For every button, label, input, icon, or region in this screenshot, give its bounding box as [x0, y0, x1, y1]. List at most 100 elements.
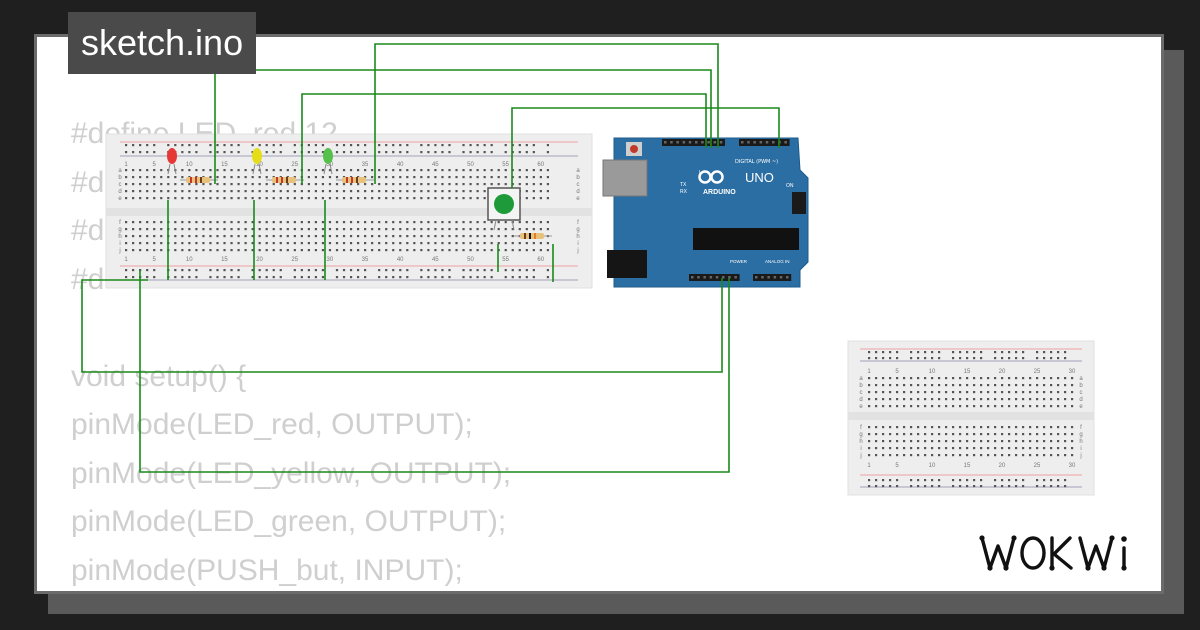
breadboard-row-letter: b [1079, 383, 1083, 389]
breadboard-row-letter: a [576, 168, 580, 174]
breadboard-row-letter: b [859, 383, 863, 389]
breadboard-column-number: 50 [467, 162, 474, 168]
breadboard-row-letter: j [118, 248, 120, 254]
breadboard-column-number: 15 [221, 162, 228, 168]
breadboard-column-number: 30 [1069, 369, 1076, 375]
digital-header-label: DIGITAL (PWM ~) [735, 159, 778, 165]
code-line: pinMode(LED_red, OUTPUT); [71, 408, 473, 441]
breadboard-column-number: 1 [867, 369, 871, 375]
breadboard-column-number: 35 [362, 162, 369, 168]
breadboard-column-number: 5 [895, 463, 899, 469]
resistor-2[interactable] [266, 177, 304, 183]
breadboard-column-number: 25 [1034, 463, 1041, 469]
breadboard-row-letter: h [118, 234, 121, 240]
breadboard-column-number: 25 [291, 162, 298, 168]
breadboard-column-number: 25 [1034, 369, 1041, 375]
breadboard-row-letter: e [859, 404, 863, 410]
breadboard-row-letter: g [118, 227, 121, 233]
green-led[interactable] [323, 148, 333, 175]
breadboard-column-number: 60 [537, 257, 544, 263]
board-brand-label: ARDUINO [703, 189, 736, 196]
code-line: pinMode(LED_yellow, OUTPUT); [71, 456, 512, 490]
code-line: #d [71, 262, 105, 296]
breadboard-row-letter: j [576, 248, 578, 254]
breadboard-column-number: 10 [186, 162, 193, 168]
breadboard-column-number: 15 [221, 257, 228, 263]
code-line: void setup() { [71, 359, 247, 393]
breadboard-column-number: 10 [186, 257, 193, 263]
breadboard-row-letter: g [1079, 432, 1082, 438]
breadboard-row-letter: b [118, 175, 122, 181]
breadboard-column-number: 60 [537, 162, 544, 168]
breadboard-row-letter: h [859, 439, 862, 445]
resistor-1[interactable] [180, 177, 218, 183]
breadboard-row-letter: f [1080, 425, 1082, 431]
breadboard-row-letter: f [119, 220, 121, 226]
file-name-tab[interactable]: sketch.ino [68, 12, 257, 74]
breadboard-row-letter: j [1079, 453, 1081, 459]
breadboard-row-letter: g [859, 432, 862, 438]
breadboard-column-number: 15 [964, 369, 971, 375]
breadboard-column-number: 5 [152, 257, 156, 263]
breadboard-column-number: 35 [362, 257, 369, 263]
breadboard-row-letter: i [860, 446, 861, 452]
breadboard-row-letter: c [119, 182, 122, 188]
arduino-logo [698, 170, 724, 184]
breadboard-row-letter: a [118, 168, 122, 174]
usb-port [602, 159, 648, 197]
breadboard-column-number: 30 [1069, 463, 1076, 469]
arduino-uno-board: DIGITAL (PWM ~) UNO ARDUINO L TX RX ON P… [602, 137, 809, 288]
breadboard-row-letter: d [118, 189, 121, 195]
breadboard-column-number: 5 [895, 369, 899, 375]
resistor-4[interactable] [514, 233, 552, 239]
breadboard-column-number: 20 [256, 162, 263, 168]
breadboard-row-letter: h [576, 234, 579, 240]
breadboard-row-letter: f [577, 220, 579, 226]
breadboard-column-number: 10 [929, 369, 936, 375]
breadboard-row-letter: e [118, 196, 122, 202]
pushbutton[interactable] [487, 187, 521, 231]
breadboard-column-number: 10 [929, 463, 936, 469]
red-led[interactable] [167, 148, 177, 175]
breadboard-row-letter: j [859, 453, 861, 459]
breadboard-row-letter: b [576, 175, 580, 181]
wires [81, 43, 780, 473]
power-jack [607, 250, 647, 278]
breadboard-column-number: 55 [502, 257, 509, 263]
breadboard-row-letter: c [860, 390, 863, 396]
resistor-3[interactable] [336, 177, 374, 183]
breadboard-column-number: 50 [467, 257, 474, 263]
breadboard-column-number: 45 [432, 162, 439, 168]
breadboard-column-number: 30 [327, 257, 334, 263]
breadboard-column-number: 25 [291, 257, 298, 263]
breadboard-column-number: 40 [397, 257, 404, 263]
breadboard-column-number: 1 [867, 463, 871, 469]
code-line: pinMode(PUSH_but, INPUT); [71, 553, 463, 587]
led-tx-label: TX [680, 182, 687, 188]
breadboard-column-number: 45 [432, 257, 439, 263]
reset-button[interactable] [630, 145, 638, 153]
breadboard-row-letter: d [1079, 397, 1082, 403]
breadboard-row-letter: f [860, 425, 862, 431]
yellow-led[interactable] [252, 148, 262, 175]
breadboard-column-number: 1 [124, 162, 128, 168]
breadboard-row-letter: i [577, 241, 578, 247]
code-line: #d [71, 214, 105, 247]
breadboard-row-letter: c [1080, 390, 1083, 396]
breadboard-row-letter: e [1079, 404, 1083, 410]
breadboard-row-letter: h [1079, 439, 1082, 445]
breadboard-column-number: 1 [124, 257, 128, 263]
led-l-label: L [699, 170, 702, 176]
breadboard-row-letter: d [859, 397, 862, 403]
breadboard-row-letter: e [576, 196, 580, 202]
code-line: #d [71, 165, 105, 199]
microcontroller-chip [693, 228, 799, 250]
led-on-label: ON [786, 183, 794, 189]
breadboard-column-number: 20 [999, 369, 1006, 375]
breadboard-row-letter: c [577, 182, 580, 188]
breadboard-column-number: 55 [502, 162, 509, 168]
breadboard-column-number: 5 [152, 162, 156, 168]
breadboard-column-number: 40 [397, 162, 404, 168]
